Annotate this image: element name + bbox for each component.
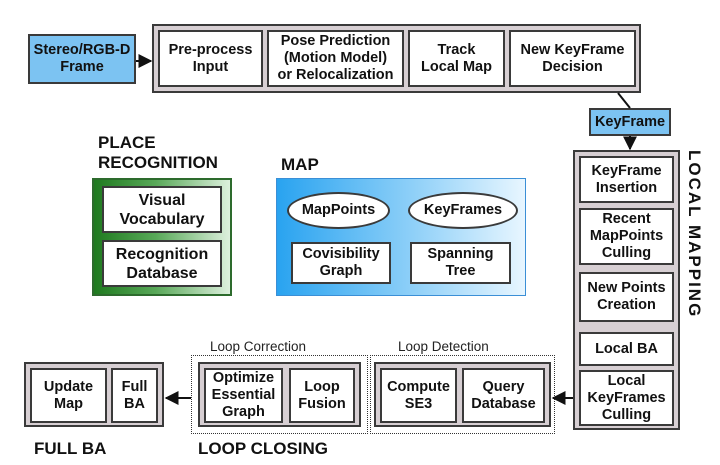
map-title: MAP [281, 155, 319, 174]
keyframes-culling-node: Local KeyFrames Culling [579, 370, 674, 426]
compute-se3-node: Compute SE3 [380, 368, 457, 423]
optimize-graph-node: Optimize Essential Graph [204, 368, 283, 423]
update-map-node: Update Map [30, 368, 107, 423]
loop-detection-title: Loop Detection [398, 339, 489, 354]
loop-closing-title: LOOP CLOSING [198, 439, 329, 458]
full-ba-node: Full BA [111, 368, 158, 423]
preprocess-node: Pre-process Input [158, 30, 263, 87]
keyframe-insertion-node: KeyFrame Insertion [579, 156, 674, 203]
input-frame-node: Stereo/RGB-D Frame [28, 34, 136, 84]
local-mapping-title: LOCAL MAPPING [685, 150, 704, 319]
loop-fusion-node: Loop Fusion [289, 368, 355, 423]
loop-correction-frame [191, 355, 368, 434]
line-decision-to-keyframe [617, 92, 631, 109]
keyframe-decision-node: New KeyFrame Decision [509, 30, 636, 87]
visual-vocabulary-node: Visual Vocabulary [102, 186, 222, 233]
place-recognition-title: PLACE RECOGNITION [98, 133, 218, 172]
new-points-creation-node: New Points Creation [579, 272, 674, 322]
spanning-tree-node: Spanning Tree [410, 242, 511, 284]
keyframes-node: KeyFrames [408, 192, 518, 229]
mappoints-culling-node: Recent MapPoints Culling [579, 208, 674, 265]
covisibility-graph-node: Covisibility Graph [291, 242, 391, 284]
pose-prediction-node: Pose Prediction (Motion Model) or Reloca… [267, 30, 404, 87]
query-database-node: Query Database [462, 368, 545, 423]
keyframe-node: KeyFrame [589, 108, 671, 136]
local-ba-node: Local BA [579, 332, 674, 366]
full-ba-title: FULL BA [34, 439, 107, 458]
mappoints-node: MapPoints [287, 192, 390, 229]
loop-correction-title: Loop Correction [210, 339, 307, 354]
track-local-map-node: Track Local Map [408, 30, 505, 87]
recognition-database-node: Recognition Database [102, 240, 222, 287]
